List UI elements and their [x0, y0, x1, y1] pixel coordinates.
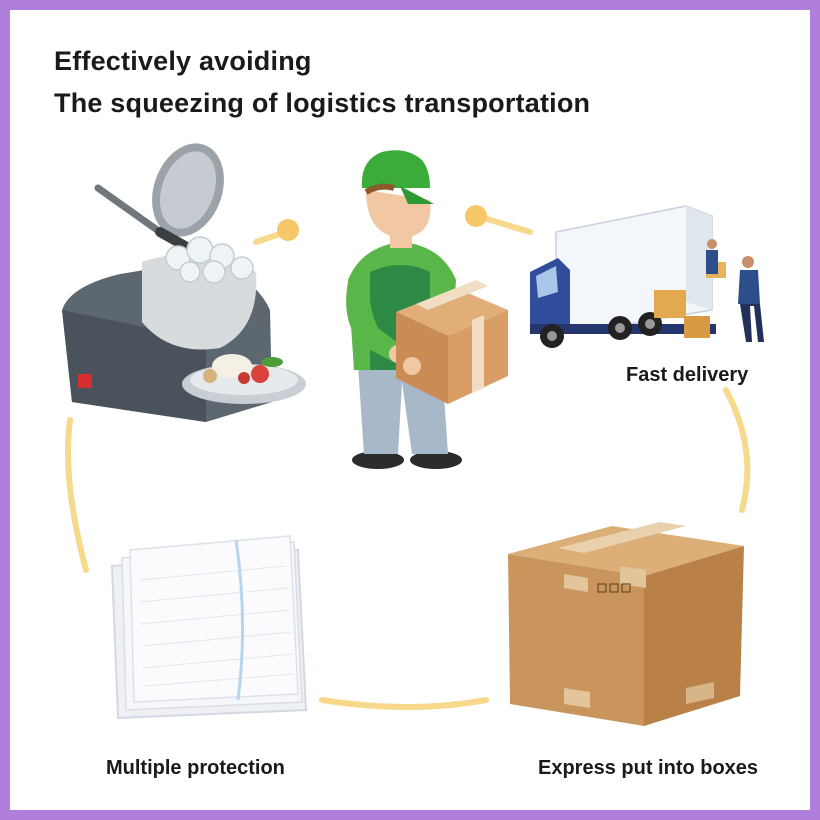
cardboard-box — [508, 522, 744, 726]
held-box — [396, 280, 508, 404]
connector-right-arc — [723, 387, 751, 513]
connector-bottom-arc — [319, 697, 489, 710]
ice-shaver-machine — [62, 143, 306, 422]
caption-multiple-protection: Multiple protection — [106, 757, 285, 779]
bubble-bags — [110, 535, 308, 720]
delivery-man — [346, 150, 508, 469]
headline-line-1: Effectively avoiding — [54, 46, 312, 76]
caption-fast-delivery: Fast delivery — [626, 364, 749, 386]
connector-top-left — [253, 231, 283, 245]
connector-left-arc — [65, 417, 89, 573]
illustration-canvas — [62, 143, 764, 726]
connector-lines — [65, 215, 751, 710]
connector-top-right — [481, 215, 533, 235]
connector-dot-right — [465, 205, 487, 227]
headline-line-2: The squeezing of logistics transportatio… — [54, 88, 591, 118]
connector-dot-left — [277, 219, 299, 241]
headline: Effectively avoiding The squeezing of lo… — [54, 40, 590, 124]
caption-express-boxes: Express put into boxes — [538, 757, 759, 779]
delivery-truck — [530, 205, 764, 348]
